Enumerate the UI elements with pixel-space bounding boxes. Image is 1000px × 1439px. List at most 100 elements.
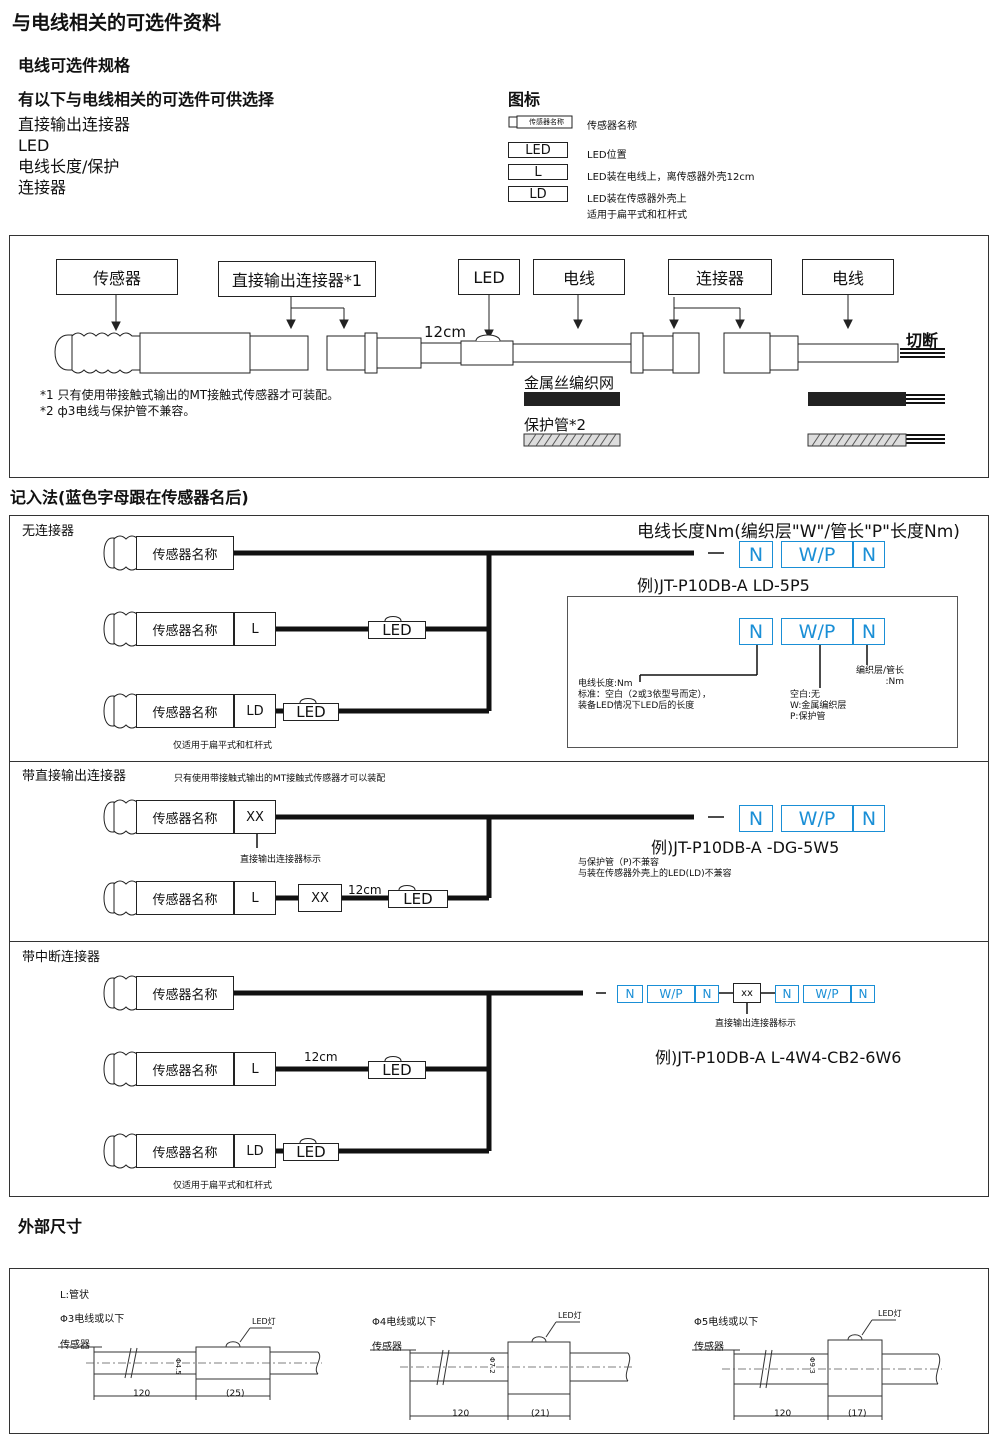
notation-panel xyxy=(9,515,989,1197)
sensor-label: 传感器 xyxy=(372,1342,402,1353)
panel3-title: 带中断连接器 xyxy=(22,950,101,965)
incompat-line: 与保护管（P)不兼容 xyxy=(578,858,659,868)
xx-box: xx xyxy=(733,983,761,1003)
note-2: *2 ф3电线与保护管不兼容。 xyxy=(40,404,196,418)
sensor-icon: 传感器名称 xyxy=(507,114,573,130)
sensor-name-box: 传感器名称 xyxy=(136,612,234,646)
option-item: 电线长度/保护 xyxy=(18,157,120,176)
annotation-wp: 空白:无 W:金属编织层 P:保护管 xyxy=(790,690,846,723)
label-connector: 连接器 xyxy=(668,259,772,295)
code-n-box: N xyxy=(739,541,773,568)
xx-note: 直接输出连接器标示 xyxy=(240,855,322,865)
ld-box: LD xyxy=(234,694,276,728)
code-n-box: N xyxy=(695,985,719,1003)
legend-text-sensor: 传感器名称 xyxy=(587,121,637,132)
panel1-right-title: 电线长度Nm(编织层"W"/管长"P"长度Nm) xyxy=(637,522,960,542)
diameter-label: Φ7.2 xyxy=(488,1357,496,1374)
divider xyxy=(10,761,988,762)
diameter-label: Φ9.3 xyxy=(808,1357,816,1374)
tube-type-label: L:管状 xyxy=(60,1290,89,1301)
code-n-box: N xyxy=(739,805,773,832)
flat-note: 仅适用于扁平式和杠杆式 xyxy=(173,741,273,751)
dim-12cm: 12cm xyxy=(304,1050,338,1064)
dimensions-panel xyxy=(9,1268,989,1434)
sensor-label: 传感器 xyxy=(60,1340,90,1351)
diameter-label: Φ4.5 xyxy=(174,1358,182,1375)
label-sensor: 传感器 xyxy=(56,259,178,295)
code-n-box: N xyxy=(853,805,885,832)
sensor-label: 传感器 xyxy=(694,1342,724,1353)
led-box: LED xyxy=(388,890,448,908)
annotation-line: 电线长度:Nm xyxy=(578,679,633,689)
option-item: 直接输出连接器 xyxy=(18,115,131,134)
sensor-name-box: 传感器名称 xyxy=(136,976,234,1010)
annotation-line: 空白:无 xyxy=(790,690,821,700)
led-light-label: LED灯 xyxy=(558,1311,582,1320)
code-wp-box: W/P xyxy=(781,805,853,832)
label-led: LED xyxy=(458,259,520,295)
example-1: 例)JT-P10DB-A LD-5P5 xyxy=(637,576,810,595)
cable-label: Φ4电线或以下 xyxy=(372,1317,437,1328)
length-120: 120 xyxy=(774,1409,792,1419)
legend-heading: 图标 xyxy=(508,90,541,109)
legend-text-l: LED装在电线上，离传感器外壳12cm xyxy=(587,172,755,183)
label-cable: 电线 xyxy=(533,259,625,295)
incompat-notes: 与保护管（P)不兼容 与装在传感器外壳上的LED(LD)不兼容 xyxy=(578,858,732,880)
panel2-subtitle: 只有使用带接触式输出的MT接触式传感器才可以装配 xyxy=(174,774,386,784)
legend-ld-box: LD xyxy=(508,186,568,202)
code-n-box: N xyxy=(617,985,643,1003)
overview-panel xyxy=(9,235,989,478)
led-light-label: LED灯 xyxy=(878,1309,902,1318)
tube-label: 保护管*2 xyxy=(524,416,587,434)
sensor-name-box: 传感器名称 xyxy=(136,1052,234,1086)
code-n-box: N xyxy=(853,618,885,645)
l-box: L xyxy=(234,881,276,915)
spec-heading: 电线可选件规格 xyxy=(18,56,131,75)
legend-subpanel xyxy=(567,596,958,748)
led-box: LED xyxy=(368,1061,426,1079)
code-wp-box: W/P xyxy=(781,541,853,568)
code-n-box: N xyxy=(853,541,885,568)
option-item: LED xyxy=(18,136,50,155)
xx-box: XX xyxy=(298,884,342,912)
length-led: (17) xyxy=(848,1409,867,1419)
dim-12cm: 12cm xyxy=(424,323,466,341)
led-box: LED xyxy=(368,621,426,639)
incompat-line: 与装在传感器外壳上的LED(LD)不兼容 xyxy=(578,869,732,879)
led-box: LED xyxy=(283,703,339,721)
divider xyxy=(10,941,988,942)
length-led: (21) xyxy=(531,1409,550,1419)
ld-box: LD xyxy=(234,1134,276,1168)
l-box: L xyxy=(234,612,276,646)
code-n-box: N xyxy=(739,618,773,645)
annotation-line: W:金属编织层 xyxy=(790,701,847,711)
sensor-name-box: 传感器名称 xyxy=(136,694,234,728)
code-wp-box: W/P xyxy=(803,985,851,1003)
notation-heading: 记入法(蓝色字母跟在传感器名后) xyxy=(10,488,249,507)
note-1: *1 只有使用带接触式输出的MT接触式传感器才可装配。 xyxy=(40,388,340,402)
label-cable-2: 电线 xyxy=(802,259,894,295)
xx-box: XX xyxy=(234,800,276,834)
overview-drawing xyxy=(0,0,1000,480)
example-3: 例)JT-P10DB-A L-4W4-CB2-6W6 xyxy=(655,1048,902,1067)
led-light-label: LED灯 xyxy=(252,1317,276,1326)
annotation-line: 编织层/管长 xyxy=(856,666,905,676)
dim-12cm: 12cm xyxy=(348,883,382,897)
legend-led-box: LED xyxy=(508,142,568,158)
braid-label: 金属丝编织网 xyxy=(524,374,615,392)
code-n-box: N xyxy=(775,985,799,1003)
sensor-name-box: 传感器名称 xyxy=(136,1134,234,1168)
annotation-length: 电线长度:Nm 标准：空白（2或3依型号而定）， 装备LED情况下LED后的长度 xyxy=(578,679,711,712)
led-box: LED xyxy=(283,1143,339,1161)
sensor-name-box: 传感器名称 xyxy=(136,536,234,570)
code-n-box: N xyxy=(851,985,875,1003)
label-direct-connector: 直接输出连接器*1 xyxy=(218,261,376,297)
options-heading: 有以下与电线相关的可选件可供选择 xyxy=(18,90,275,109)
annotation-line: :Nm xyxy=(885,677,905,687)
annotation-line: P:保护管 xyxy=(790,712,826,722)
options-list: 直接输出连接器 LED 电线长度/保护 连接器 xyxy=(18,114,130,198)
l-box: L xyxy=(234,1052,276,1086)
cut-label: 切断 xyxy=(906,331,939,350)
sensor-icon-label: 传感器名称 xyxy=(529,118,564,126)
